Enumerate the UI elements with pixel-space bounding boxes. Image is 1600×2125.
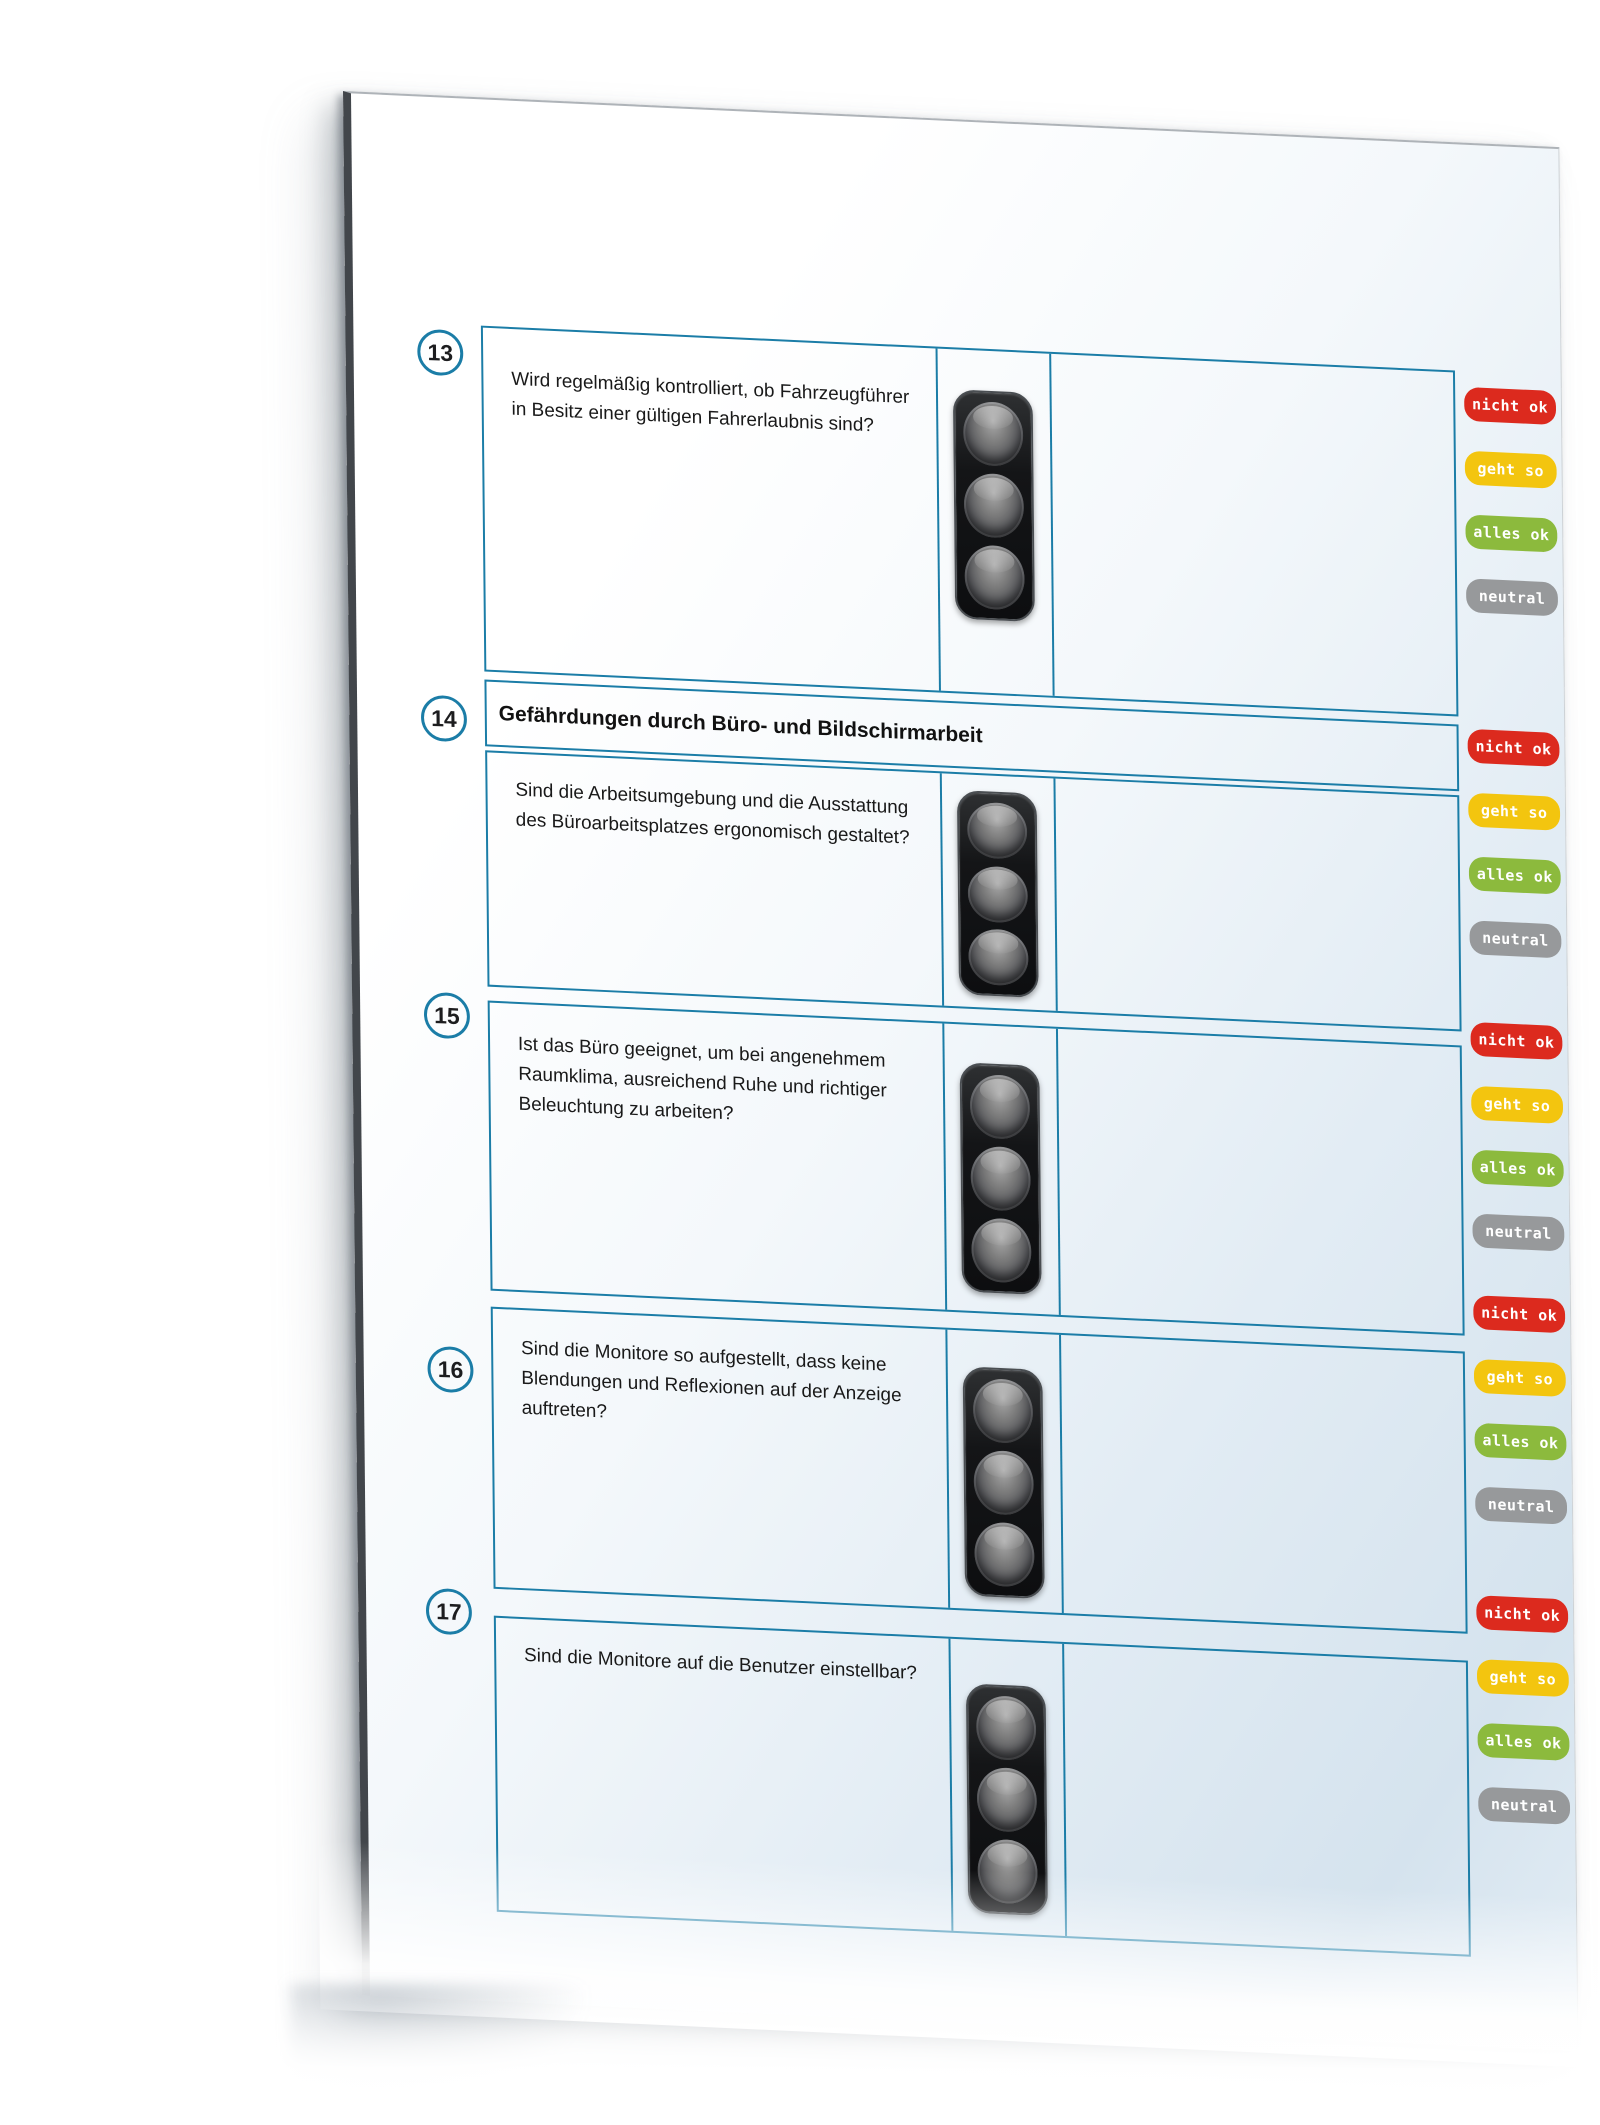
table-row-14: Sind die Arbeitsumgebung und die Ausstat… [485,750,1462,1032]
column-divider [1049,353,1055,696]
question-number-badge: 16 [427,1345,474,1394]
section-header-label: Gefährdungen durch Büro- und Bildschirma… [498,701,983,747]
traffic-light-middle-lamp [967,864,1028,924]
rating-pill-neutral[interactable]: neutral [1472,1213,1565,1252]
rating-pill-nicht-ok[interactable]: nicht ok [1467,728,1560,767]
question-text: Sind die Monitore so aufgestellt, dass k… [520,1337,902,1423]
traffic-light-icon[interactable] [959,1062,1042,1296]
traffic-light-top-lamp [975,1694,1037,1762]
table-row-13: Wird regelmäßig kontrolliert, ob Fahrzeu… [480,325,1459,717]
traffic-light-top-lamp [972,1377,1034,1445]
traffic-light-top-lamp [969,1073,1031,1141]
table-row-16: Sind die Monitore so aufgestellt, dass k… [490,1306,1468,1634]
rating-pill-alles-ok[interactable]: alles ok [1471,1149,1564,1188]
rating-pill-geht-so[interactable]: geht so [1473,1358,1566,1398]
traffic-light-bottom-lamp [968,928,1029,987]
column-divider [939,773,945,1006]
traffic-light-bottom-lamp [964,544,1025,611]
bottom-fade-veil [0,1985,1600,2125]
rating-pill-neutral[interactable]: neutral [1469,920,1562,959]
question-text: Wird regelmäßig kontrolliert, ob Fahrzeu… [511,368,910,437]
rating-pill-geht-so[interactable]: geht so [1471,1085,1564,1124]
traffic-light-middle-lamp [963,472,1025,539]
rating-pill-alles-ok[interactable]: alles ok [1477,1722,1570,1761]
traffic-light-bottom-lamp [977,1838,1038,1905]
traffic-light-top-lamp [966,801,1028,861]
question-number-badge: 17 [425,1587,473,1636]
traffic-light-bottom-lamp [971,1217,1032,1284]
traffic-light-icon[interactable] [956,789,1039,999]
table-row-15: Ist das Büro geeignet, um bei angenehmem… [487,1000,1465,1336]
column-divider [1059,1334,1064,1614]
rating-pill-alles-ok[interactable]: alles ok [1468,856,1561,895]
traffic-light-middle-lamp [970,1145,1031,1212]
question-number-badge: 15 [423,991,471,1040]
rating-pill-neutral[interactable]: neutral [1478,1786,1571,1825]
rating-pill-nicht-ok[interactable]: nicht ok [1470,1021,1563,1061]
column-divider [942,1023,948,1310]
traffic-light-bottom-lamp [974,1521,1035,1588]
column-divider [1053,778,1058,1011]
question-number-badge: 13 [417,328,464,377]
table-row-17: Sind die Monitore auf die Benutzer einst… [493,1615,1471,1957]
question-text: Sind die Arbeitsumgebung und die Ausstat… [515,779,910,849]
rating-pills-row-15: nicht ok geht so alles ok neutral [1470,1021,1565,1252]
traffic-light-top-lamp [962,400,1024,468]
column-divider [948,1638,954,1931]
rating-pill-geht-so[interactable]: geht so [1476,1659,1569,1698]
question-text: Ist das Büro geeignet, um bei angenehmem… [517,1033,887,1125]
rating-pills-row-13: nicht ok geht so alles ok neutral [1464,386,1559,617]
rating-pills-row-17: nicht ok geht so alles ok neutral [1476,1595,1571,1825]
question-text: Sind die Monitore auf die Benutzer einst… [524,1644,918,1685]
rating-pills-row-14: nicht ok geht so alles ok neutral [1467,728,1562,959]
rating-pills-row-16: nicht ok geht so alles ok neutral [1473,1295,1568,1525]
rating-pill-neutral[interactable]: neutral [1466,578,1559,617]
traffic-light-icon[interactable] [952,389,1035,623]
column-divider [1062,1643,1068,1937]
traffic-light-icon[interactable] [965,1683,1048,1917]
question-number-badge: 14 [420,694,468,743]
column-divider [945,1329,951,1608]
rating-pill-nicht-ok[interactable]: nicht ok [1476,1595,1569,1634]
rating-pill-alles-ok[interactable]: alles ok [1474,1422,1567,1461]
column-divider [935,348,941,691]
traffic-light-middle-lamp [976,1766,1038,1834]
document-page: Wird regelmäßig kontrolliert, ob Fahrzeu… [318,91,1600,2071]
traffic-light-middle-lamp [973,1449,1034,1517]
rating-pill-nicht-ok[interactable]: nicht ok [1464,386,1557,426]
rating-pill-geht-so[interactable]: geht so [1468,792,1561,831]
rating-pill-alles-ok[interactable]: alles ok [1465,514,1558,553]
column-divider [1055,1028,1061,1315]
rating-pill-neutral[interactable]: neutral [1475,1486,1568,1525]
traffic-light-icon[interactable] [962,1366,1045,1600]
rating-pill-geht-so[interactable]: geht so [1464,450,1557,489]
rating-pill-nicht-ok[interactable]: nicht ok [1473,1295,1566,1334]
